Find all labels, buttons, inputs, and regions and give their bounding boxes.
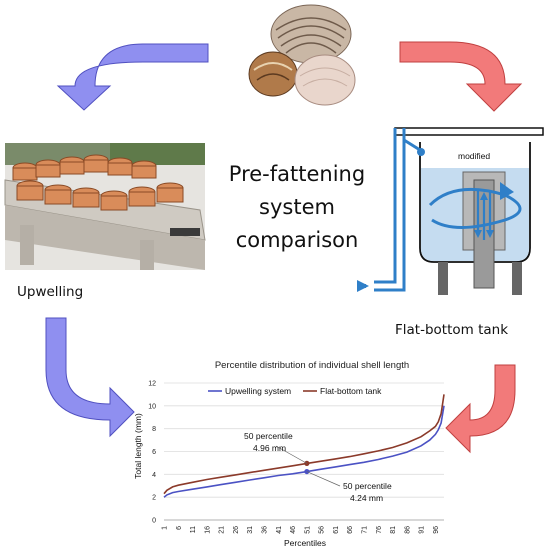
flat-bottom-label: Flat-bottom tank (395, 322, 508, 338)
arrow-left-bottom (45, 317, 135, 438)
title-line-2: system (259, 195, 335, 219)
y-tick-labels: 0 2 4 6 8 10 12 (148, 381, 156, 525)
x-tick-label: 21 (219, 526, 226, 534)
x-tick-label: 51 (304, 526, 311, 534)
x-tick-label: 1 (162, 526, 169, 530)
x-axis-label: Percentiles (284, 538, 326, 548)
x-tick-label: 86 (404, 526, 411, 534)
x-tick-label: 16 (204, 526, 211, 534)
chart-legend: Upwelling system Flat-bottom tank (208, 386, 382, 396)
annotation-label-upwelling-line1: 50 percentile (343, 481, 392, 491)
x-tick-label: 11 (190, 526, 197, 533)
x-tick-label: 26 (233, 526, 240, 534)
annotation-leader-flat (275, 445, 308, 464)
legend-flat: Flat-bottom tank (320, 386, 382, 396)
x-tick-label: 36 (262, 526, 269, 534)
x-tick-label: 96 (433, 526, 440, 534)
annotation-label-flat-line1: 50 percentile (244, 431, 293, 441)
annotation-label-upwelling-line2: 4.24 mm (350, 493, 383, 503)
y-tick-label: 2 (152, 495, 156, 502)
y-tick-label: 10 (148, 403, 156, 410)
y-axis-label: Total length (mm) (133, 413, 143, 479)
shell-length-chart: Percentile distribution of individual sh… (133, 360, 445, 548)
legend-upwelling: Upwelling system (225, 386, 291, 396)
x-tick-label: 6 (176, 526, 183, 530)
upwelling-label: Upwelling (17, 284, 83, 300)
title-line-3: comparison (236, 228, 359, 252)
arrow-right-top (399, 41, 523, 112)
x-tick-label: 76 (376, 526, 383, 534)
annotation-leader-upwelling (306, 471, 341, 487)
arrow-right-bottom (445, 364, 516, 454)
chart-gridlines (164, 382, 444, 521)
x-tick-label: 31 (247, 526, 254, 534)
x-tick-label: 91 (419, 526, 426, 534)
series-line-upwelling (163, 405, 445, 498)
annotation-label-flat-line2: 4.96 mm (253, 443, 286, 453)
series-line-flat-bottom (163, 394, 445, 495)
y-tick-label: 6 (152, 449, 156, 456)
x-tick-label: 81 (390, 526, 397, 534)
chart-title: Percentile distribution of individual sh… (215, 360, 409, 371)
flat-bottom-tank-diagram: modified (357, 127, 544, 295)
x-tick-label: 66 (347, 526, 354, 534)
y-tick-label: 8 (152, 426, 156, 433)
chart-annotations: 50 percentile 4.96 mm 50 percentile 4.24 mm (244, 431, 392, 503)
y-tick-label: 4 (152, 472, 156, 479)
modified-label: modified (458, 151, 490, 161)
title-line-1: Pre-fattening (229, 162, 365, 186)
y-tick-label: 0 (152, 518, 156, 525)
clam-shells-illustration (248, 4, 356, 106)
x-tick-label: 71 (362, 526, 369, 534)
y-tick-label: 12 (148, 381, 156, 388)
x-tick-label: 56 (319, 526, 326, 534)
chart-series (163, 394, 445, 498)
upwelling-photo (4, 143, 206, 270)
arrow-left-top (56, 43, 209, 111)
x-tick-label: 41 (276, 526, 283, 534)
x-tick-label: 61 (333, 526, 340, 534)
x-tick-label: 46 (290, 526, 297, 534)
